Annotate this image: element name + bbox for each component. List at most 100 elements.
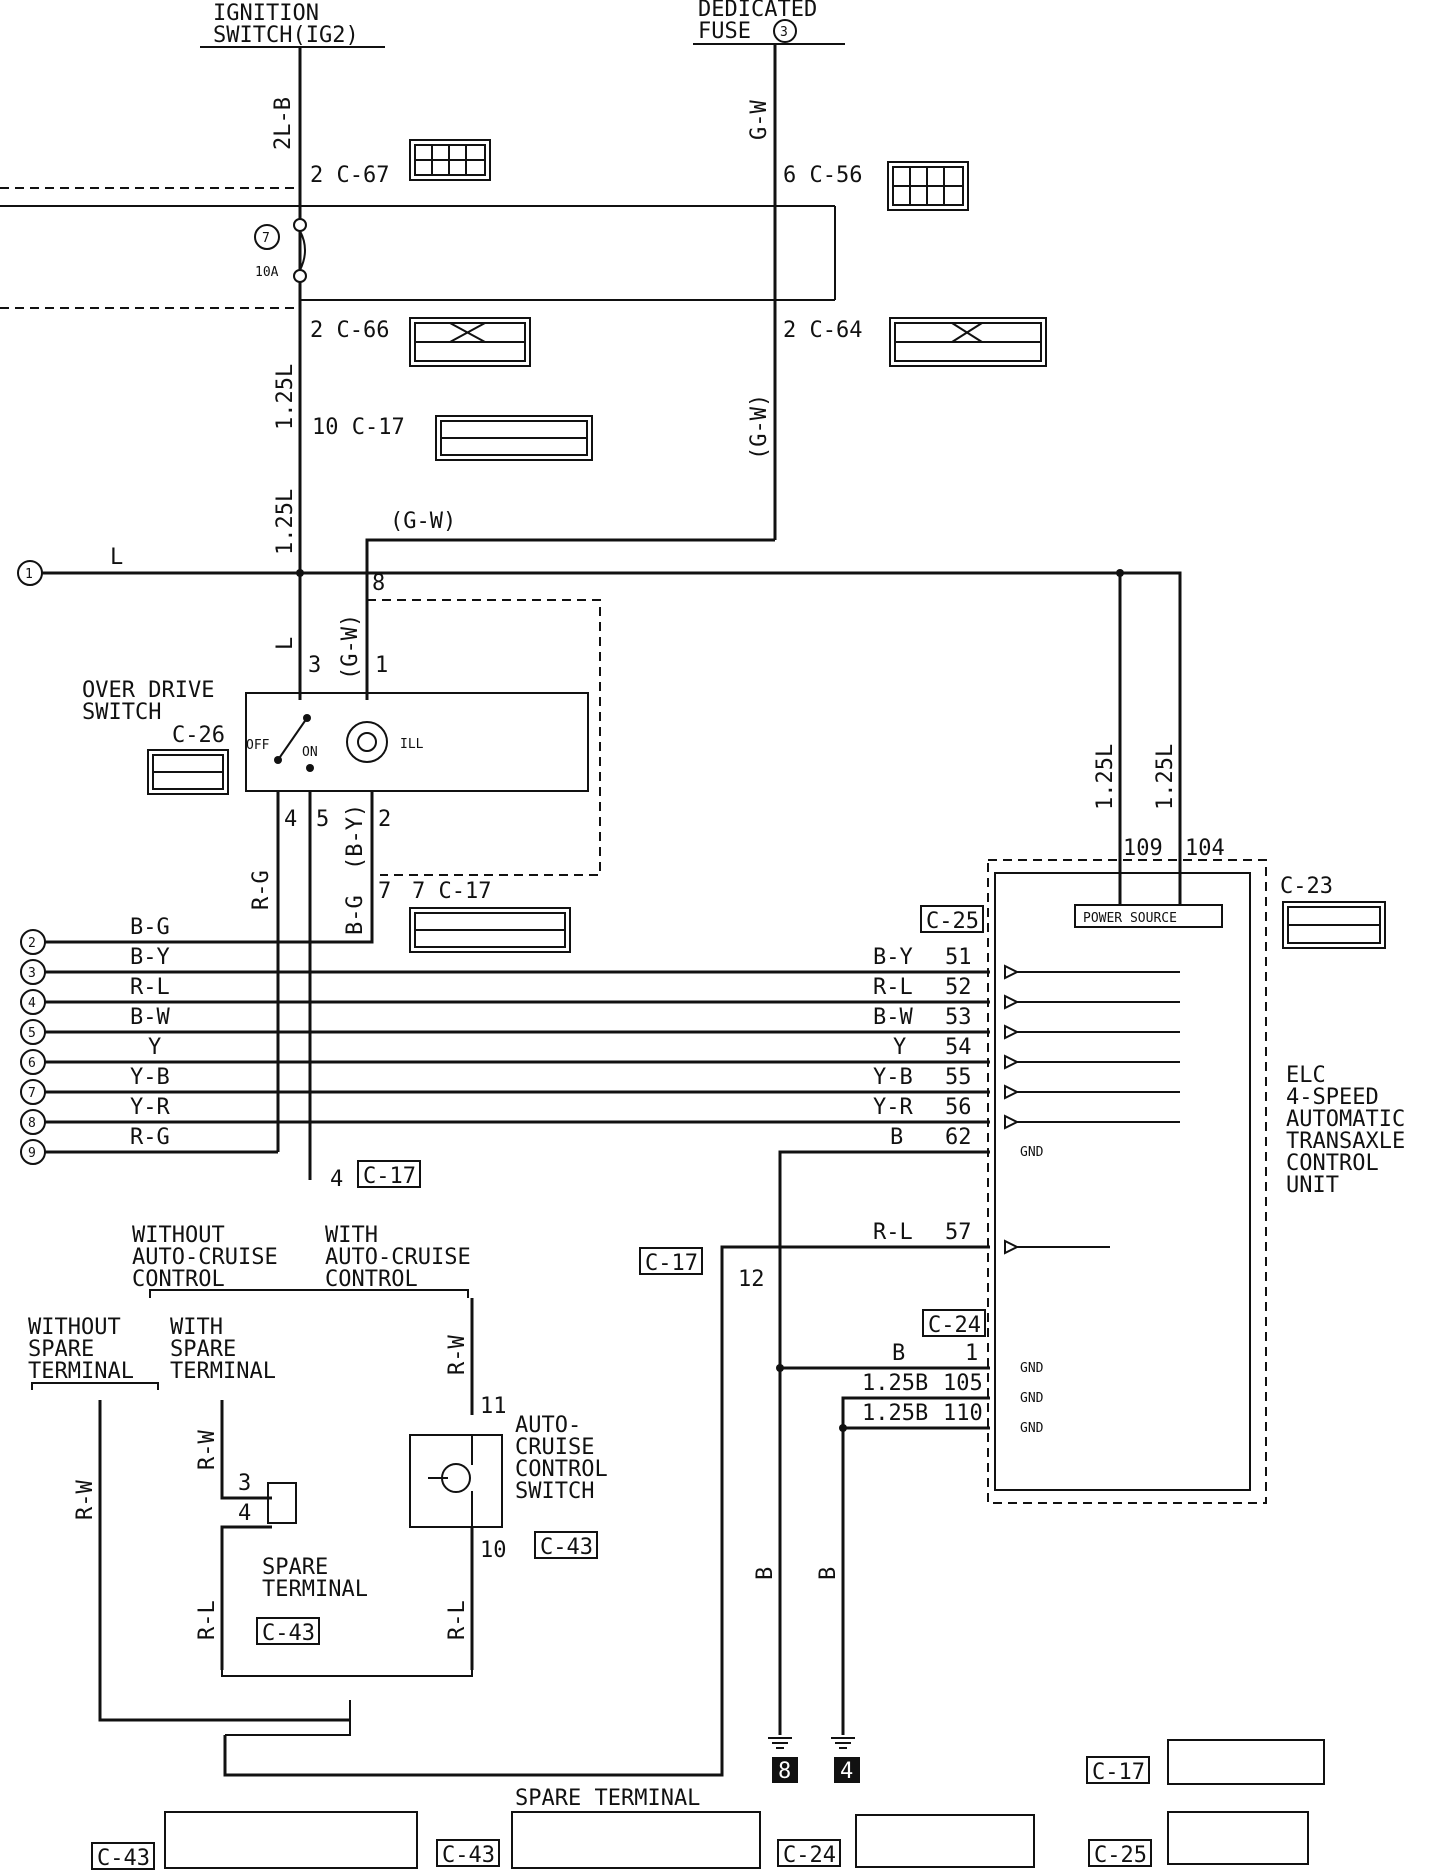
- svg-text:7: 7: [378, 879, 391, 904]
- svg-text:Y-B: Y-B: [873, 1065, 913, 1090]
- svg-text:5: 5: [28, 1026, 36, 1041]
- connector-c17-top-label: 10 C-17: [312, 415, 405, 440]
- svg-text:3: 3: [308, 653, 321, 678]
- svg-text:105: 105: [943, 1371, 983, 1396]
- svg-text:57: 57: [945, 1220, 972, 1245]
- svg-text:ILL: ILL: [400, 737, 424, 752]
- svg-text:WITH: WITH: [325, 1223, 378, 1248]
- connector-c66-icon: [409, 317, 531, 367]
- wire-label-g-w: G-W: [747, 100, 772, 140]
- svg-text:B-G: B-G: [130, 915, 170, 940]
- svg-text:5: 5: [316, 807, 329, 832]
- svg-text:B-Y: B-Y: [873, 945, 913, 970]
- svg-text:C-43: C-43: [262, 1621, 315, 1646]
- overdrive-switch-label: OVER DRIVE SWITCH: [82, 678, 214, 725]
- svg-text:DEDICATED: DEDICATED: [698, 0, 817, 22]
- auto-cruise-switch-label: AUTO- CRUISE CONTROL SWITCH: [515, 1413, 608, 1504]
- ground-8-icon: 8: [768, 1737, 798, 1784]
- svg-text:55: 55: [945, 1065, 972, 1090]
- svg-text:AUTO-CRUISE: AUTO-CRUISE: [325, 1245, 471, 1270]
- svg-text:B: B: [892, 1341, 905, 1366]
- spare-terminal-title: SPARE TERMINAL: [515, 1786, 700, 1811]
- svg-text:C-43: C-43: [540, 1535, 593, 1560]
- svg-text:2: 2: [28, 936, 36, 951]
- power-source-box: [1074, 904, 1223, 928]
- legend-c25-tag: [1088, 1839, 1152, 1867]
- svg-text:GND: GND: [1020, 1145, 1044, 1160]
- svg-text:CONTROL: CONTROL: [132, 1267, 225, 1292]
- connector-c17-mid-label: 7 C-17: [412, 879, 491, 904]
- svg-text:AUTOMATIC: AUTOMATIC: [1286, 1107, 1405, 1132]
- svg-text:R-L: R-L: [873, 975, 913, 1000]
- connector-c17-4-tag: [357, 1160, 421, 1188]
- svg-text:ELC: ELC: [1286, 1063, 1326, 1088]
- svg-text:R-L: R-L: [873, 1220, 913, 1245]
- svg-text:UNIT: UNIT: [1286, 1173, 1339, 1198]
- svg-text:51: 51: [945, 945, 972, 970]
- svg-text:R-G: R-G: [249, 870, 274, 910]
- svg-text:TERMINAL: TERMINAL: [28, 1359, 134, 1384]
- connector-c64-label: 2 C-64: [783, 318, 862, 343]
- svg-text:SPARE: SPARE: [170, 1337, 236, 1362]
- svg-text:Y-B: Y-B: [130, 1065, 170, 1090]
- svg-text:11: 11: [480, 1394, 507, 1419]
- svg-text:SWITCH: SWITCH: [82, 700, 161, 725]
- svg-text:C-24: C-24: [928, 1313, 981, 1338]
- connector-c66-label: 2 C-66: [310, 318, 389, 343]
- svg-text:GND: GND: [1020, 1361, 1044, 1376]
- svg-text:C-17: C-17: [363, 1164, 416, 1189]
- svg-text:3: 3: [780, 25, 788, 40]
- spare-terminal-connector: [267, 1482, 297, 1524]
- wire-label-gw-horizontal: (G-W): [390, 509, 456, 534]
- svg-text:3: 3: [238, 1471, 251, 1496]
- wire-label-125l-a: 1.25L: [273, 364, 298, 430]
- without-cruise-label: WITHOUT AUTO-CRUISE CONTROL: [132, 1223, 278, 1292]
- ignition-switch-label: IGNITION SWITCH(IG2): [200, 1, 385, 48]
- connector-c67-label: 2 C-67: [310, 163, 389, 188]
- svg-text:4: 4: [840, 1759, 853, 1784]
- connector-c26-icon: [147, 749, 229, 795]
- svg-text:4: 4: [330, 1167, 343, 1192]
- ecu-label: ELC 4-SPEED AUTOMATIC TRANSAXLE CONTROL …: [1286, 1063, 1405, 1198]
- svg-text:AUTO-CRUISE: AUTO-CRUISE: [132, 1245, 278, 1270]
- svg-text:7: 7: [28, 1086, 36, 1101]
- svg-text:CONTROL: CONTROL: [515, 1457, 608, 1482]
- svg-text:Y: Y: [148, 1035, 161, 1060]
- connector-c25-tag: [920, 905, 984, 933]
- ecu-body: [994, 872, 1251, 1491]
- svg-text:B: B: [816, 1567, 841, 1580]
- svg-text:C-17: C-17: [645, 1251, 698, 1276]
- svg-text:Y: Y: [893, 1035, 906, 1060]
- svg-text:3: 3: [28, 966, 36, 981]
- wire-label-ecu-feed-1: 1.25L: [1093, 744, 1118, 810]
- wire-label-2l-b: 2L-B: [271, 97, 296, 150]
- svg-text:2: 2: [378, 807, 391, 832]
- svg-text:WITHOUT: WITHOUT: [132, 1223, 225, 1248]
- svg-text:C-25: C-25: [926, 909, 979, 934]
- svg-text:WITHOUT: WITHOUT: [28, 1315, 121, 1340]
- svg-text:9: 9: [28, 1146, 36, 1161]
- svg-text:B-W: B-W: [873, 1005, 913, 1030]
- svg-text:53: 53: [945, 1005, 972, 1030]
- svg-text:10A: 10A: [255, 265, 279, 280]
- connector-c67-icon: [409, 139, 491, 181]
- wire-label-125l-b: 1.25L: [273, 489, 298, 555]
- ground-wire-62: [778, 1150, 990, 1735]
- without-spare-label: WITHOUT SPARE TERMINAL: [28, 1315, 134, 1384]
- svg-text:7: 7: [262, 231, 270, 246]
- svg-text:104: 104: [1185, 836, 1225, 861]
- connector-c43-spare-tag: [256, 1617, 320, 1645]
- svg-text:R-W: R-W: [195, 1430, 220, 1470]
- svg-text:8: 8: [778, 1759, 791, 1784]
- svg-text:1: 1: [25, 567, 33, 582]
- svg-text:B: B: [753, 1567, 778, 1580]
- svg-text:CONTROL: CONTROL: [1286, 1151, 1379, 1176]
- svg-text:WITH: WITH: [170, 1315, 223, 1340]
- dedicated-fuse-label: DEDICATED FUSE 3: [693, 0, 845, 45]
- svg-text:B: B: [890, 1125, 903, 1150]
- svg-text:8: 8: [28, 1116, 36, 1131]
- svg-text:1.25B: 1.25B: [862, 1401, 928, 1426]
- svg-text:IGNITION: IGNITION: [213, 1, 319, 26]
- svg-text:OVER DRIVE: OVER DRIVE: [82, 678, 214, 703]
